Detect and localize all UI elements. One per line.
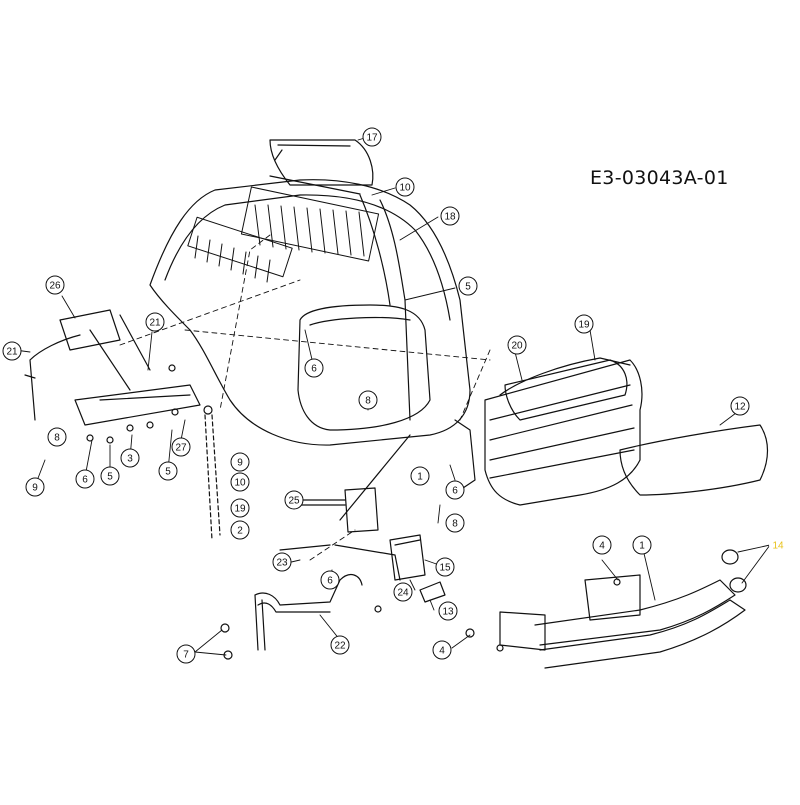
callout-label-1: 1 — [417, 472, 423, 483]
callout-circle-19 — [230, 498, 250, 518]
callout-label-4: 4 — [439, 646, 445, 657]
callout-circle-9 — [25, 477, 45, 497]
callout-circle-8 — [445, 513, 465, 533]
callout-circle-5 — [158, 461, 178, 481]
callout-circle-3 — [120, 448, 140, 468]
hood-seam — [379, 199, 411, 421]
callout-label-7: 7 — [183, 650, 189, 661]
hood-vents — [187, 186, 380, 283]
callout-label-5: 5 — [465, 282, 471, 293]
callout-label-23: 23 — [276, 558, 288, 569]
callout-label-3: 3 — [127, 454, 133, 465]
callout-circle-19 — [574, 314, 594, 334]
callout-circle-20 — [507, 335, 527, 355]
callout-circle-27 — [171, 437, 191, 457]
callout-label-6: 6 — [82, 475, 88, 486]
callout-label-27: 27 — [175, 443, 187, 454]
callout-circle-1 — [410, 466, 430, 486]
callout-circle-5 — [458, 276, 478, 296]
callout-label-19: 19 — [578, 320, 590, 331]
grille — [484, 359, 643, 506]
callout-label-6: 6 — [311, 364, 317, 375]
callout-circle-21 — [145, 312, 165, 332]
callout-circle-5 — [100, 466, 120, 486]
callout-circle-7 — [176, 644, 196, 664]
callout-circle-26 — [45, 275, 65, 295]
callout-circle-21 — [2, 341, 22, 361]
callout-circle-22 — [330, 635, 350, 655]
callout-circle-14 — [769, 536, 787, 554]
callout-label-14: 14 — [772, 541, 784, 552]
callout-circle-6 — [445, 480, 465, 500]
hood-seam-2 — [359, 194, 391, 306]
callout-circle-6 — [304, 358, 324, 378]
diagram-code: E3-03043A-01 — [590, 167, 729, 189]
bumper-tube-lower — [539, 599, 746, 669]
callout-label-2: 2 — [237, 526, 243, 537]
callout-circle-18 — [440, 206, 460, 226]
leader-lines — [14, 136, 771, 656]
callout-label-18: 18 — [444, 212, 456, 223]
hinge-tube — [254, 573, 363, 606]
callout-label-5: 5 — [107, 472, 113, 483]
callout-label-10: 10 — [399, 183, 411, 194]
headlight-strip — [504, 359, 628, 421]
callout-label-8: 8 — [452, 519, 458, 530]
callout-circle-10 — [395, 177, 415, 197]
callout-label-21: 21 — [149, 318, 161, 329]
callout-circle-25 — [284, 490, 304, 510]
callout-circle-4 — [592, 535, 612, 555]
callout-label-24: 24 — [397, 588, 409, 599]
callout-circle-13 — [438, 601, 458, 621]
hood-inner-line — [164, 194, 451, 321]
callout-label-8: 8 — [365, 396, 371, 407]
callout-circle-17 — [362, 127, 382, 147]
callout-circle-1 — [632, 535, 652, 555]
callout-label-26: 26 — [49, 281, 61, 292]
callout-circle-6 — [320, 570, 340, 590]
bumper-tube-upper — [534, 579, 736, 646]
top-panel — [269, 139, 374, 186]
callout-label-5: 5 — [165, 467, 171, 478]
hood-outline — [149, 179, 471, 446]
left-rail — [74, 384, 201, 426]
hinge-bracket — [344, 487, 379, 533]
callout-label-21: 21 — [6, 347, 18, 358]
callout-circle-10 — [230, 472, 250, 492]
callout-label-12: 12 — [734, 402, 746, 413]
callout-label-22: 22 — [334, 641, 346, 652]
callout-circle-4 — [432, 640, 452, 660]
callout-label-25: 25 — [288, 496, 300, 507]
callout-circle-9 — [230, 452, 250, 472]
callout-circle-24 — [393, 582, 413, 602]
callout-circle-23 — [272, 552, 292, 572]
callout-label-19: 19 — [234, 504, 246, 515]
left-bracket — [59, 309, 121, 351]
fasteners-left — [51, 364, 213, 444]
callout-label-4: 4 — [599, 541, 605, 552]
hood-window — [297, 304, 431, 431]
callout-circle-2 — [230, 520, 250, 540]
callout-circle-12 — [730, 396, 750, 416]
callout-label-1: 1 — [639, 541, 645, 552]
callout-label-8: 8 — [54, 433, 60, 444]
callout-circle-15 — [435, 557, 455, 577]
callout-label-15: 15 — [439, 563, 451, 574]
callout-label-9: 9 — [237, 458, 243, 469]
callout-label-20: 20 — [511, 341, 523, 352]
callout-label-9: 9 — [32, 483, 38, 494]
callout-label-6: 6 — [327, 576, 333, 587]
dashed-guides — [119, 234, 491, 561]
lens — [619, 424, 769, 496]
callout-circle-8 — [358, 390, 378, 410]
callout-circle-6 — [75, 469, 95, 489]
callout-label-17: 17 — [366, 133, 378, 144]
callout-label-6: 6 — [452, 486, 458, 497]
callout-label-10: 10 — [234, 478, 246, 489]
callout-label-13: 13 — [442, 607, 454, 618]
callout-circle-8 — [47, 427, 67, 447]
